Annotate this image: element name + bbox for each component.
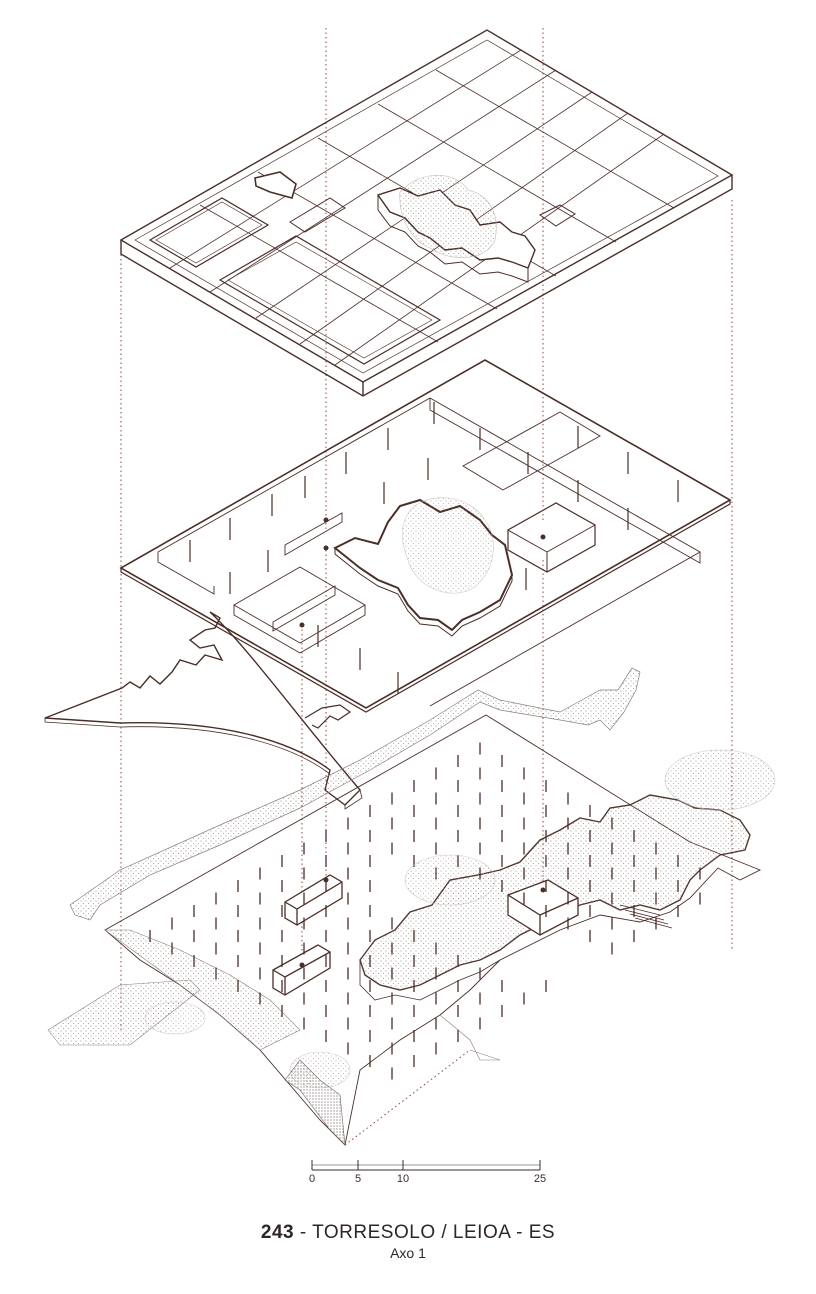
- site-trees: [144, 749, 776, 1089]
- site-building: [284, 874, 343, 926]
- room-marker: [323, 545, 329, 551]
- site-slope-band: [69, 667, 641, 921]
- room-marker: [299, 622, 305, 628]
- floor-wall: [284, 512, 343, 556]
- room-marker: [323, 517, 329, 523]
- floor-wall: [462, 411, 601, 491]
- project-name: TORRESOLO / LEIOA - ES: [312, 1222, 556, 1243]
- floor-tree-canopy: [401, 497, 494, 594]
- site-building: [507, 879, 579, 936]
- floor-wall: [233, 605, 366, 654]
- floor-wall: [429, 398, 701, 564]
- room-marker: [540, 534, 546, 540]
- scale-bar-labels: 0 5 10 25: [309, 1173, 546, 1185]
- site-layer: [47, 667, 762, 1146]
- roof-opening: [227, 241, 433, 359]
- floor-wall: [157, 552, 215, 595]
- roof-rim: [134, 39, 719, 374]
- floor-wall: [233, 566, 366, 644]
- floor-wall: [507, 502, 596, 573]
- roof-tree-canopy: [399, 174, 497, 258]
- site-building: [272, 944, 331, 996]
- site-road: [47, 979, 201, 1046]
- caption: 243 - TORRESOLO / LEIOA - ES Axo 1: [0, 1222, 816, 1261]
- scale-bar: [311, 1160, 541, 1171]
- scale-tick-label: 5: [355, 1173, 361, 1185]
- floor-wall: [157, 397, 701, 707]
- project-number: 243: [260, 1222, 295, 1243]
- site-columns: [149, 742, 701, 1080]
- caption-title: 243 - TORRESOLO / LEIOA - ES: [0, 1222, 816, 1244]
- roof-small-cutout: [254, 171, 297, 199]
- roof-opening: [218, 235, 442, 365]
- roof-opening: [289, 197, 346, 233]
- caption-subtitle: Axo 1: [390, 1245, 426, 1261]
- scale-tick-label: 10: [397, 1173, 409, 1185]
- terrain-contour: [44, 611, 361, 806]
- roof-opening: [155, 201, 263, 264]
- floor-columns: [189, 402, 679, 694]
- caption-separator: -: [294, 1222, 313, 1243]
- site-steps: [619, 904, 673, 929]
- terrain-contour-layer: [44, 611, 363, 810]
- scale-tick-label: 0: [309, 1173, 315, 1185]
- scale-tick-label: 25: [534, 1173, 546, 1185]
- site-slope-left: [104, 929, 301, 1051]
- roof-opening: [148, 197, 270, 268]
- projection-lines: [120, 28, 733, 1030]
- floor-wall: [272, 585, 336, 632]
